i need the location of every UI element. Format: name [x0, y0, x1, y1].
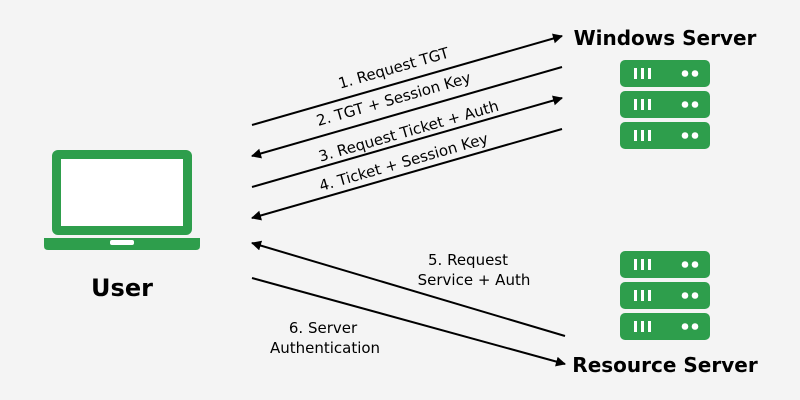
- message-5-label-line1: 5. Request: [428, 251, 508, 269]
- arrow-ticket-session-key: [251, 128, 563, 221]
- arrow-server-authentication: [251, 277, 566, 367]
- resource-server-icon: [620, 251, 710, 340]
- message-6-label-line1: 6. Server: [289, 319, 358, 337]
- arrow-tgt-session-key: [251, 66, 563, 159]
- windows-server-icon: [620, 60, 710, 149]
- user-label: User: [91, 274, 153, 302]
- message-6-label-line2: Authentication: [270, 339, 380, 357]
- resource-server-label: Resource Server: [572, 353, 758, 377]
- arrow-request-tgt: [251, 33, 563, 126]
- message-5-label-line2: Service + Auth: [418, 271, 531, 289]
- arrow-request-service-auth: [251, 240, 566, 337]
- windows-server-label: Windows Server: [574, 26, 757, 50]
- arrow-request-ticket-auth: [251, 95, 563, 188]
- laptop-icon: [44, 150, 200, 250]
